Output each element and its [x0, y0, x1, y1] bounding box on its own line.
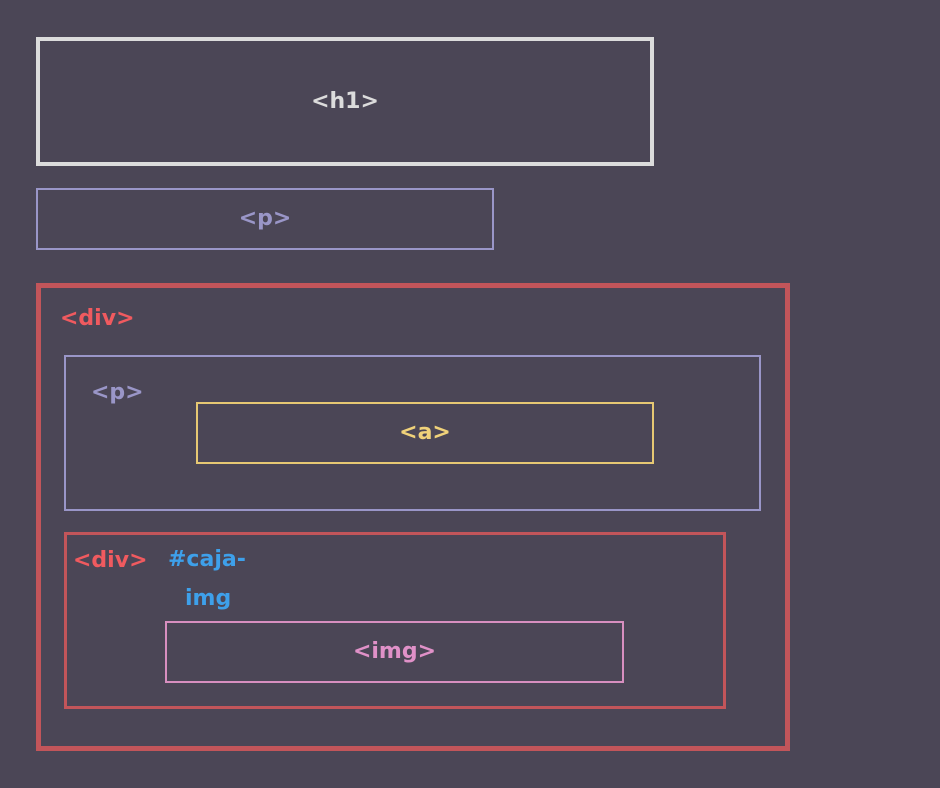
div-inner-id-label-line2: img: [185, 586, 232, 611]
p-inner-box: [64, 355, 761, 511]
p-tag-label: <p>: [238, 206, 292, 231]
div-inner-box: [64, 532, 726, 709]
h1-tag-label: <h1>: [311, 89, 379, 114]
div-outer-box: [36, 283, 790, 751]
div-inner-tag-label: <div>: [73, 548, 148, 573]
img-tag-label: <img>: [352, 639, 437, 664]
a-element-box: <a>: [196, 402, 654, 464]
p-inner-tag-label: <p>: [91, 380, 144, 405]
a-tag-label: <a>: [399, 420, 451, 445]
div-outer-tag-label: <div>: [60, 306, 135, 331]
p-element-box: <p>: [36, 188, 494, 250]
div-inner-id-label-line1: #caja-: [168, 547, 246, 572]
h1-element-box: <h1>: [36, 37, 654, 166]
img-element-box: <img>: [165, 621, 624, 683]
